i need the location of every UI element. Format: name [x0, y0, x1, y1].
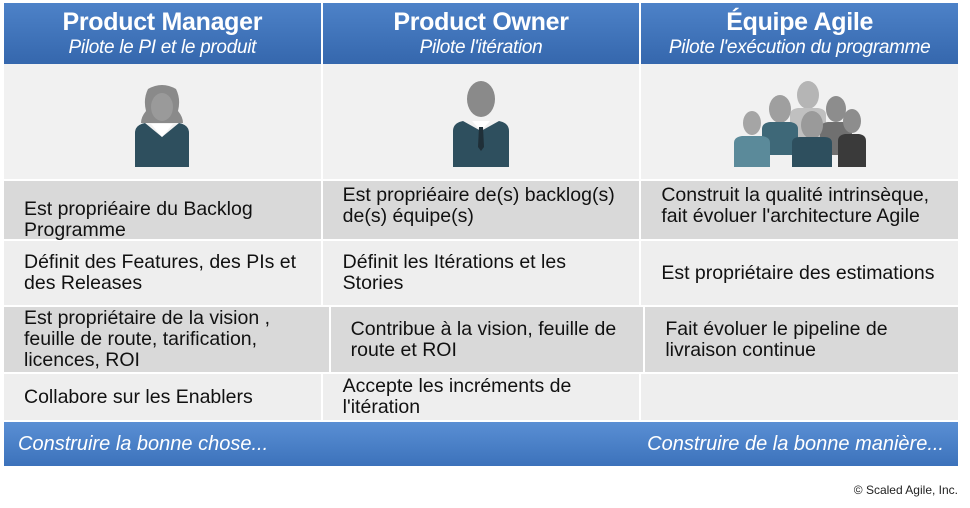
table-row: Définit des Features, des PIs et des Rel… [4, 241, 959, 307]
icon-cell-agile-team [641, 64, 958, 179]
column-title: Product Owner [393, 8, 569, 36]
table-cell: Fait évoluer le pipeline de livraison co… [645, 307, 959, 372]
footer-right-tagline: Construire de la bonne manière... [647, 432, 944, 455]
table-cell: Est propriétaire de la vision , feuille … [4, 307, 331, 372]
table-cell: Définit les Itérations et les Stories [322, 241, 642, 305]
header-row: Product Manager Pilote le PI et le produ… [4, 3, 959, 64]
icon-cell-product-owner [323, 64, 642, 179]
column-subtitle: Pilote l'exécution du programme [668, 37, 931, 58]
column-subtitle: Pilote le PI et le produit [68, 37, 257, 58]
header-product-owner: Product Owner Pilote l'itération [322, 3, 642, 64]
copyright-notice: © Scaled Agile, Inc. [853, 483, 958, 497]
column-subtitle: Pilote l'itération [419, 37, 543, 58]
table-cell [641, 374, 959, 420]
footer-left-tagline: Construire la bonne chose... [18, 432, 269, 455]
table-cell: Construit la qualité intrinsèque, fait é… [641, 181, 959, 239]
table-cell: Définit des Features, des PIs et des Rel… [4, 241, 323, 305]
woman-person-icon [135, 85, 190, 167]
column-title: Équipe Agile [726, 8, 874, 36]
team-group-icon [733, 81, 866, 167]
table-cell: Collabore sur les Enablers [4, 374, 323, 420]
column-title: Product Manager [62, 8, 263, 36]
table-row: Est propriétaire de la vision , feuille … [4, 307, 959, 374]
table-cell: Accepte les incréments de l'itération [322, 374, 642, 420]
icon-cell-product-manager [4, 64, 323, 179]
table-row: Est propriéaire du Backlog Programme Est… [4, 181, 959, 241]
header-product-manager: Product Manager Pilote le PI et le produ… [4, 3, 323, 64]
table-cell: Est propriéaire de(s) backlog(s) de(s) é… [322, 181, 642, 239]
comparison-table: Product Manager Pilote le PI et le produ… [4, 3, 959, 466]
table-cell: Contribue à la vision, feuille de route … [330, 307, 646, 372]
table-cell: Est propriéaire du Backlog Programme [4, 181, 323, 241]
icon-row [4, 64, 958, 181]
header-agile-team: Équipe Agile Pilote l'exécution du progr… [641, 3, 959, 64]
footer-banner: Construire la bonne chose... Construire … [4, 422, 958, 466]
table-cell: Est propriétaire des estimations [641, 241, 959, 305]
man-person-icon [453, 81, 509, 167]
table-row: Collabore sur les Enablers Accepte les i… [4, 374, 959, 422]
